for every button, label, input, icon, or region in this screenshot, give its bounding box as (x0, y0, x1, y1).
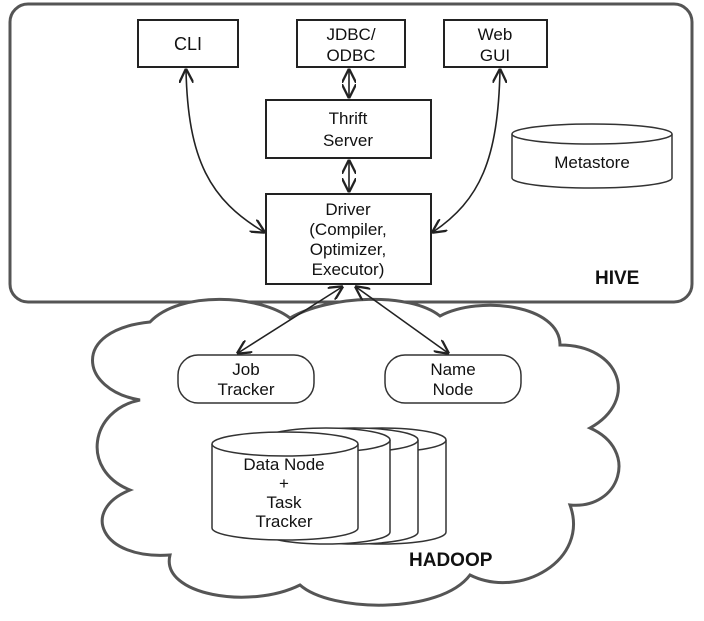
thrift-label-line2: Server (323, 131, 373, 150)
name-node-label-line2: Node (433, 380, 474, 399)
driver-label-line3: Optimizer, (310, 240, 387, 259)
data-node-label-line4: Tracker (256, 512, 313, 531)
metastore-cylinder: Metastore (511, 123, 673, 189)
name-node-box: Name Node (384, 354, 522, 404)
data-node-label-line2: + (279, 474, 289, 493)
driver-label-line2: (Compiler, (309, 220, 386, 239)
cli-label: CLI (174, 34, 202, 54)
hadoop-label: HADOOP (409, 550, 493, 571)
data-node-label-line3: Task (267, 493, 302, 512)
arrow-webgui-driver (433, 70, 500, 232)
data-node-label-line1: Data Node (243, 455, 324, 474)
metastore-label: Metastore (554, 153, 630, 172)
job-tracker-box: Job Tracker (177, 354, 315, 404)
job-tracker-label-line2: Tracker (218, 380, 275, 399)
name-node-label-line1: Name (430, 360, 475, 379)
arrow-driver-namenode (356, 287, 448, 353)
arrow-driver-jobtracker (238, 287, 342, 353)
jdbc-label-line1: JDBC/ (326, 25, 375, 44)
hive-label: HIVE (595, 268, 639, 289)
webgui-label-line1: Web (478, 25, 513, 44)
thrift-label-line1: Thrift (329, 109, 368, 128)
driver-label-line1: Driver (325, 200, 371, 219)
job-tracker-label-line1: Job (232, 360, 259, 379)
thrift-server-box: Thrift Server (265, 99, 432, 159)
webgui-label-line2: GUI (480, 46, 510, 65)
jdbc-odbc-box: JDBC/ ODBC (296, 19, 406, 68)
web-gui-box: Web GUI (443, 19, 548, 68)
jdbc-label-line2: ODBC (326, 46, 375, 65)
driver-label-line4: Executor) (312, 260, 385, 279)
arrow-cli-driver (186, 70, 264, 232)
driver-box: Driver (Compiler, Optimizer, Executor) (265, 193, 432, 285)
data-node-stack: Data Node + Task Tracker (211, 427, 447, 545)
data-node-cylinder-front: Data Node + Task Tracker (211, 431, 359, 541)
cli-box: CLI (137, 19, 239, 68)
